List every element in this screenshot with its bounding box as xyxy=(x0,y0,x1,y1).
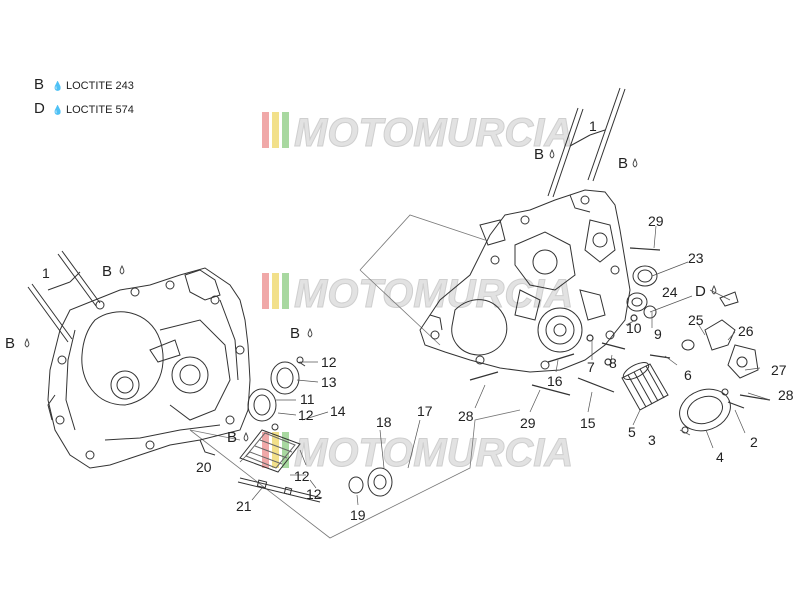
pump-cover xyxy=(679,388,731,434)
left-crankcase xyxy=(47,267,251,469)
callout-12d: 12 xyxy=(306,486,322,502)
bearings-center xyxy=(247,356,393,497)
callout-1-right: 1 xyxy=(589,118,597,134)
legend-label: LOCTITE 243 xyxy=(66,80,134,92)
loctite-markers: B B B B B B D xyxy=(5,146,717,446)
callout-17: 17 xyxy=(417,403,433,419)
callout-4: 4 xyxy=(716,449,724,465)
callout-21: 21 xyxy=(236,498,252,514)
marker-b: B xyxy=(290,325,300,342)
group-outline xyxy=(189,214,521,539)
marker-b: B xyxy=(618,155,628,172)
leader-lines xyxy=(239,225,771,506)
marker-b: B xyxy=(5,335,15,352)
callout-20: 20 xyxy=(196,459,212,475)
callout-26: 26 xyxy=(738,323,754,339)
callout-12b: 12 xyxy=(298,407,314,423)
marker-b: B xyxy=(102,263,112,280)
callout-8: 8 xyxy=(609,355,617,371)
seals-right xyxy=(626,265,658,319)
callout-5: 5 xyxy=(628,424,636,440)
marker-d: D xyxy=(695,283,706,300)
legend-code: D xyxy=(34,100,45,117)
marker-b: B xyxy=(534,146,544,163)
legend-label: LOCTITE 574 xyxy=(66,104,134,116)
right-studs xyxy=(547,87,626,198)
callout-7: 7 xyxy=(587,359,595,375)
callout-28-center: 28 xyxy=(458,408,474,424)
callout-25: 25 xyxy=(688,312,704,328)
watermark-text: MOTOMURCIA xyxy=(294,431,573,475)
small-parts-right xyxy=(681,291,759,379)
callout-29-bottom: 29 xyxy=(520,415,536,431)
callout-6: 6 xyxy=(684,367,692,383)
callout-15: 15 xyxy=(580,415,596,431)
callout-12a: 12 xyxy=(321,354,337,370)
callout-11: 11 xyxy=(300,391,315,407)
drop-icon: 💧 xyxy=(52,105,64,115)
drop-icon: 💧 xyxy=(52,81,64,91)
callout-29-top: 29 xyxy=(648,213,664,229)
callout-13: 13 xyxy=(321,374,337,390)
strainer-and-shaft xyxy=(237,429,323,503)
callout-10: 10 xyxy=(626,320,642,336)
callout-16: 16 xyxy=(547,373,563,389)
callout-27: 27 xyxy=(771,362,787,378)
callout-28-right: 28 xyxy=(778,387,794,403)
watermark-middle: MOTOMURCIA xyxy=(262,272,574,317)
legend-code: B xyxy=(34,76,45,93)
left-studs xyxy=(27,250,101,343)
callouts: 1 1 2 3 4 5 6 7 8 9 10 11 12 12 12 12 13… xyxy=(42,118,794,523)
callout-23: 23 xyxy=(688,250,704,266)
callout-12c: 12 xyxy=(294,468,310,484)
callout-2: 2 xyxy=(750,434,758,450)
callout-9: 9 xyxy=(654,326,662,342)
callout-24: 24 xyxy=(662,284,678,300)
callout-1-left: 1 xyxy=(42,265,50,281)
callout-19: 19 xyxy=(350,507,366,523)
callout-14: 14 xyxy=(330,403,346,419)
watermark-top: MOTOMURCIA xyxy=(262,111,574,156)
watermark-text: MOTOMURCIA xyxy=(294,111,573,155)
legend-row-d: D 💧LOCTITE 574 xyxy=(34,100,134,117)
bolts xyxy=(469,247,771,409)
callout-3: 3 xyxy=(648,432,656,448)
legend-row-b: B 💧LOCTITE 243 xyxy=(34,76,134,93)
callout-18: 18 xyxy=(376,414,392,430)
watermark-bottom: MOTOMURCIA xyxy=(262,431,574,476)
oil-filter xyxy=(621,362,669,411)
right-crankcase xyxy=(419,189,631,373)
marker-b: B xyxy=(227,429,237,446)
